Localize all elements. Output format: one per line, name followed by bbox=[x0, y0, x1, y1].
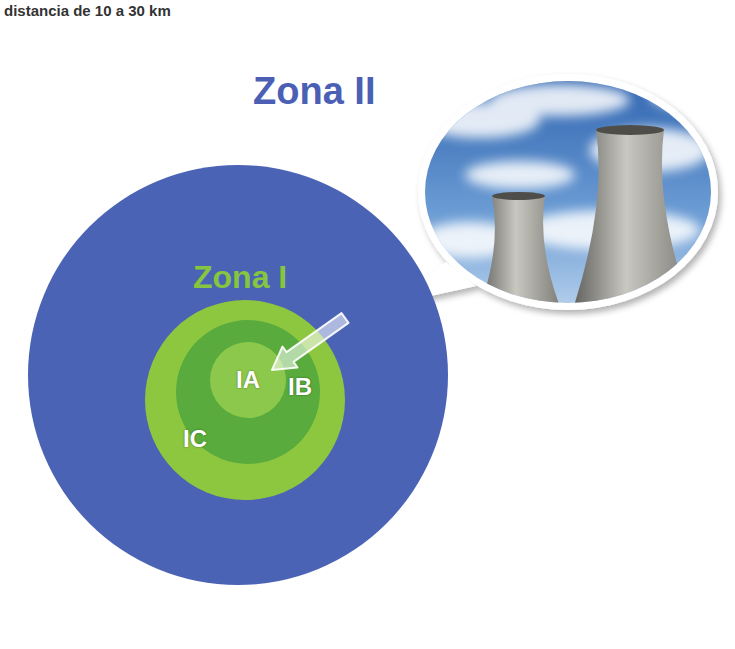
zone-label: IB bbox=[288, 374, 312, 400]
zone-label: IA bbox=[236, 367, 260, 393]
zone-disc bbox=[145, 300, 345, 500]
distance-note: distancia de 10 a 30 km bbox=[4, 2, 171, 19]
zone-circle: IA IB IC bbox=[145, 300, 345, 500]
zone-disc bbox=[176, 320, 320, 464]
zone-circle: IA bbox=[210, 342, 286, 418]
zone-disc bbox=[145, 300, 345, 500]
photo bbox=[420, 75, 730, 315]
zone-label: Zona II bbox=[253, 71, 375, 113]
zone-label: Zona I bbox=[193, 260, 287, 295]
pointer-arrow bbox=[272, 313, 349, 370]
zone-label: IC bbox=[183, 426, 207, 452]
zone-circle: IAIBICZona I bbox=[145, 300, 345, 500]
zone-disc bbox=[210, 342, 286, 418]
zone-disc bbox=[28, 165, 448, 585]
zone-circle: IAIBICZona IZona II bbox=[28, 165, 448, 585]
